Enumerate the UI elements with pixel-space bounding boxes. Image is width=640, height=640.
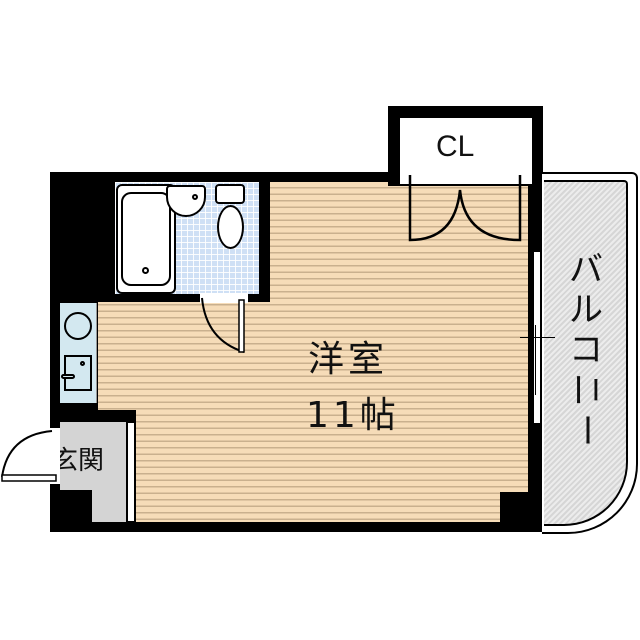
entrance-door-icon[interactable] <box>0 425 62 490</box>
sink-faucet-icon <box>61 374 75 379</box>
balcony-char: ニ <box>566 373 606 407</box>
bathtub-inner <box>121 192 171 286</box>
closet-label: CL <box>436 130 475 163</box>
toilet-bowl-icon <box>217 205 244 249</box>
balcony-char: ー <box>566 413 606 447</box>
bathroom-door-icon[interactable] <box>192 290 252 360</box>
bathtub-drain-icon <box>142 267 149 274</box>
basin-faucet-icon <box>192 194 198 200</box>
entrance-step <box>60 490 92 524</box>
room-name: 洋室 <box>308 339 389 380</box>
closet-interior <box>400 118 532 184</box>
wash-basin-icon <box>166 185 206 217</box>
room-size: 11帖 <box>306 395 400 436</box>
balcony-char: コ <box>569 330 603 370</box>
toilet-tank <box>215 184 245 204</box>
wall-notch-bottom-right <box>500 492 528 524</box>
sink-drain-icon <box>80 361 85 366</box>
balcony-char: ル <box>569 290 603 330</box>
window-crosshair-icon <box>520 337 555 338</box>
sliding-window-pane <box>535 325 538 395</box>
balcony-floor <box>544 180 628 526</box>
entrance-door-opening <box>50 428 60 484</box>
bathroom-door-opening <box>200 293 248 303</box>
closet-double-door-icon[interactable] <box>400 170 530 245</box>
balcony-char: バ <box>569 250 603 290</box>
entrance-step-edge <box>127 422 135 522</box>
entrance-label: 玄関 <box>52 446 105 476</box>
washing-machine-icon <box>64 312 92 340</box>
balcony-label: バ ル コ ニ ー <box>566 250 606 450</box>
kitchen-sink-icon <box>64 355 92 391</box>
